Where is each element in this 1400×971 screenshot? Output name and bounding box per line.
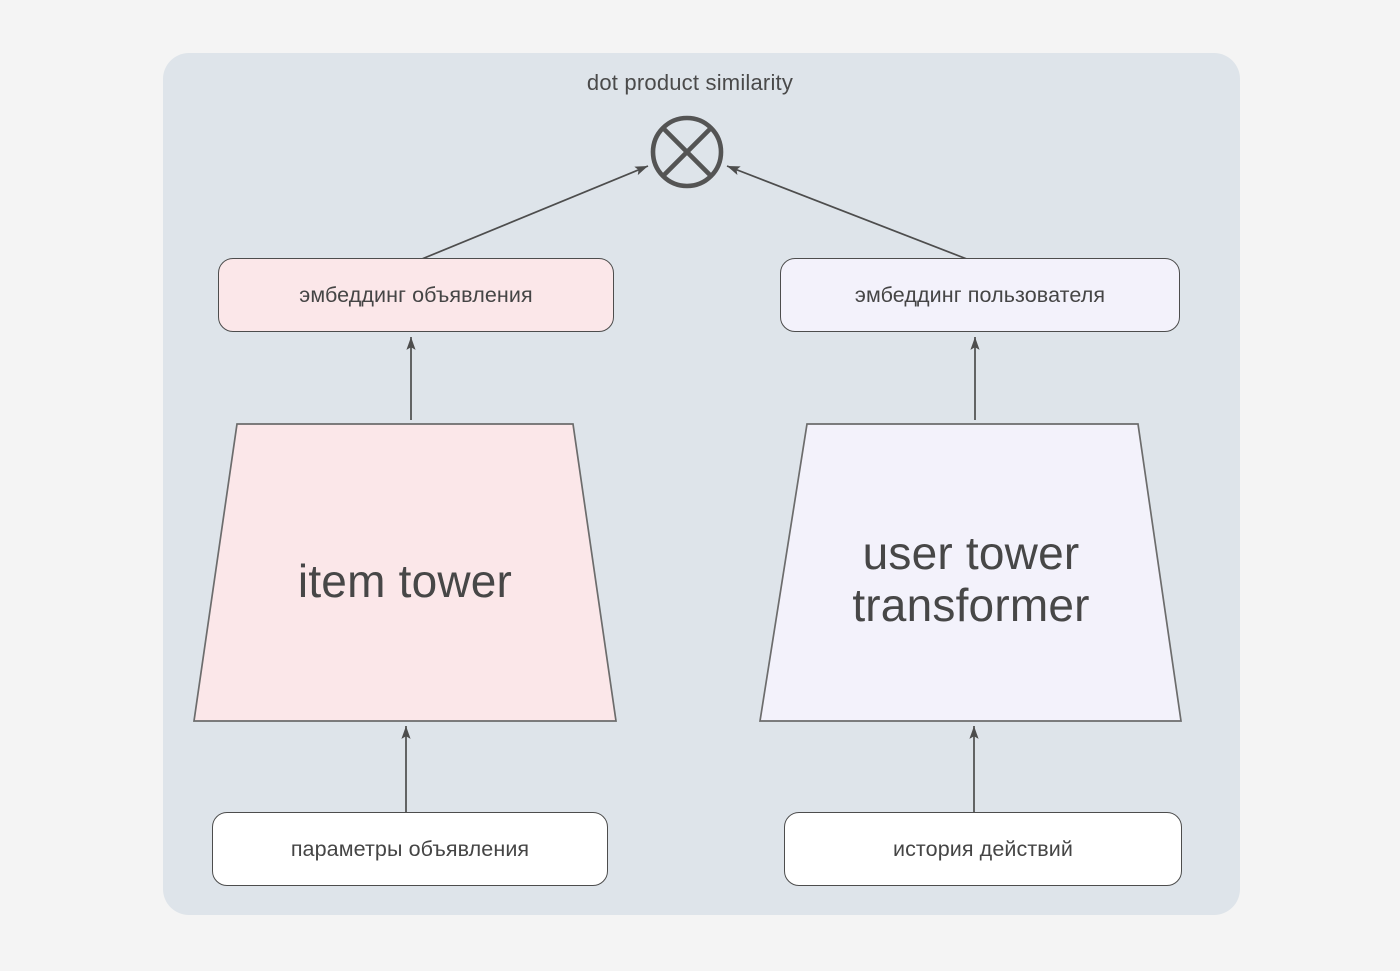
- node-item-embedding[interactable]: эмбеддинг объявления: [218, 258, 614, 332]
- user-tower-label-line1: user tower: [862, 527, 1080, 579]
- node-user-embedding[interactable]: эмбеддинг пользователя: [780, 258, 1180, 332]
- node-item-features[interactable]: параметры объявления: [212, 812, 608, 886]
- node-user-history[interactable]: история действий: [784, 812, 1182, 886]
- item-tower-label: item tower: [297, 555, 513, 607]
- diagram-title: dot product similarity: [586, 70, 794, 95]
- user-tower-label-line2: transformer: [852, 578, 1090, 631]
- diagram-panel: [163, 53, 1240, 915]
- user-tower-label: user tower transformer: [760, 527, 1182, 631]
